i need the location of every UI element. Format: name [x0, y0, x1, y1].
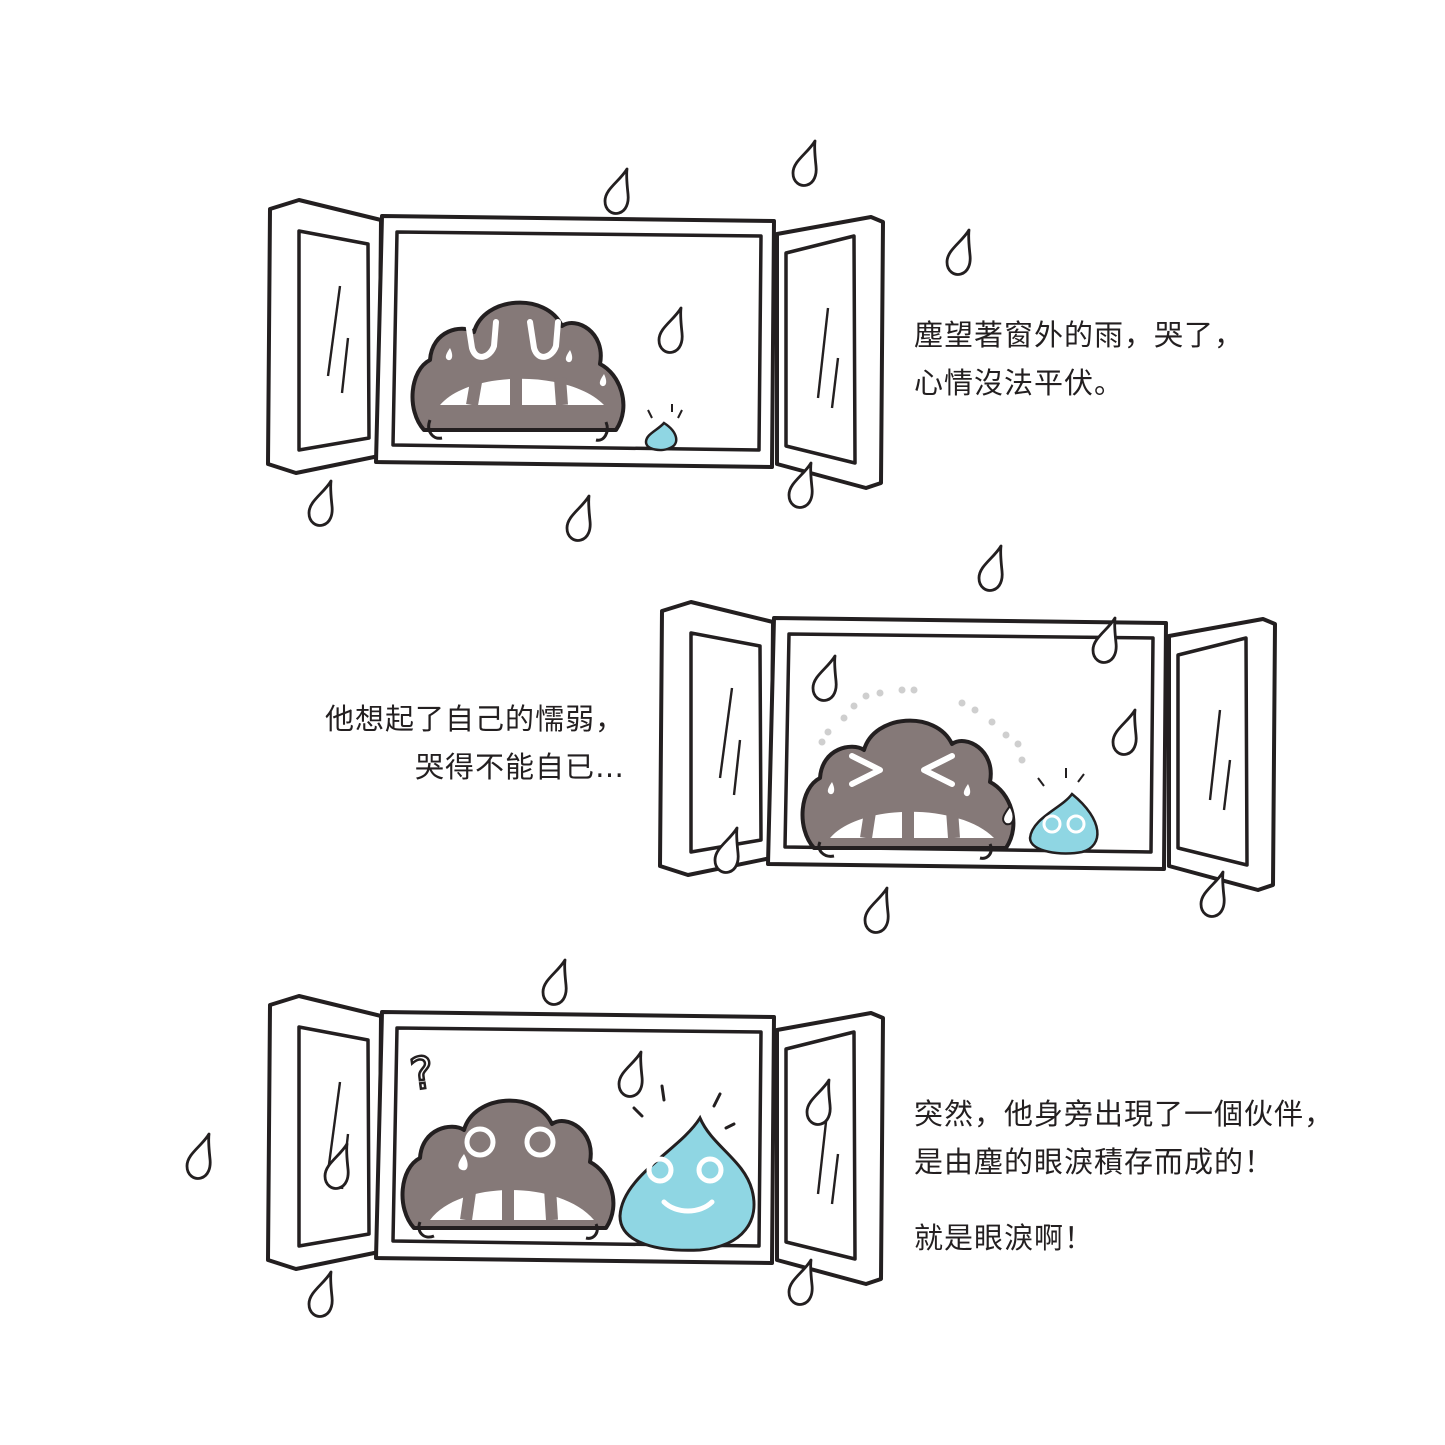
panel-2: [658, 544, 1277, 934]
caption-line: 哭得不能自已…: [414, 750, 625, 784]
panel-1: [266, 139, 972, 542]
dust-character-squeezed-eyes-icon: [800, 718, 1016, 860]
caption-panel-1: 塵望著窗外的雨，哭了， 心情沒法平伏。: [914, 311, 1244, 407]
smiling-tear-drop-icon: [618, 1084, 756, 1252]
caption-line: 是由塵的眼淚積存而成的！: [914, 1145, 1275, 1179]
tear-drop-round-eyes-icon: [1028, 768, 1099, 855]
small-tear-drop-icon: [644, 404, 683, 452]
dust-character-surprised-icon: [400, 1098, 616, 1240]
caption-panel-2: 他想起了自己的懦弱， 哭得不能自已…: [325, 695, 625, 791]
caption-line: 塵望著窗外的雨，哭了，: [914, 318, 1245, 352]
caption-panel-3: 突然，他身旁出現了一個伙伴， 是由塵的眼淚積存而成的！ 就是眼淚啊！: [914, 1090, 1334, 1262]
caption-line: 突然，他身旁出現了一個伙伴，: [914, 1097, 1335, 1131]
caption-line: 他想起了自己的懦弱，: [324, 702, 625, 736]
caption-exclamation: 就是眼淚啊！: [914, 1221, 1095, 1255]
caption-line: 心情沒法平伏。: [914, 366, 1125, 400]
dust-character-crying-icon: [410, 300, 626, 442]
panel-3: ?: [185, 958, 885, 1318]
shaking-marks: [818, 686, 1026, 764]
